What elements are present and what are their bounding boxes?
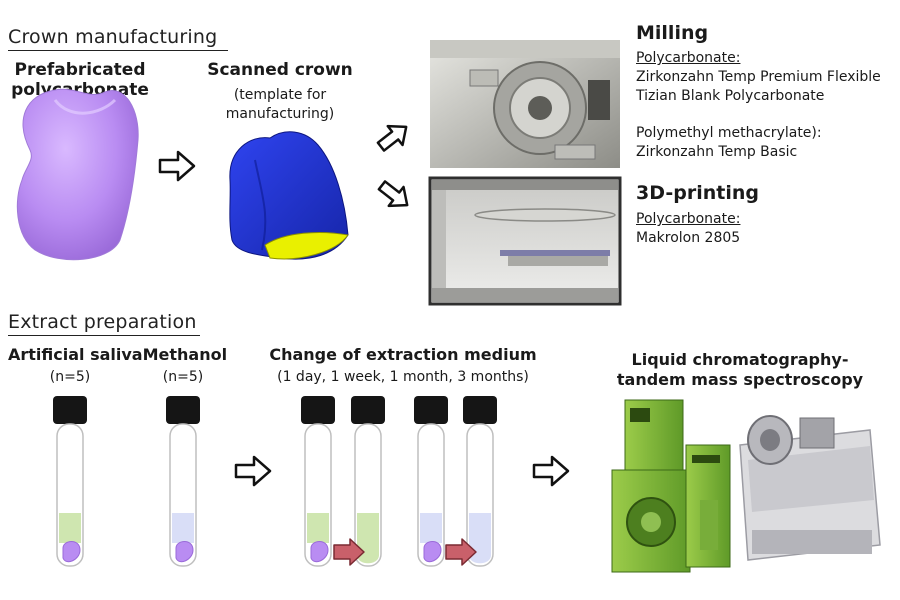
printer-photo xyxy=(428,176,622,306)
tube-pair-methanol xyxy=(414,396,497,567)
printing-pc-item: Makrolon 2805 xyxy=(636,230,741,246)
tube-pair-saliva xyxy=(301,396,385,567)
scanned-crown-note: (template for manufacturing) xyxy=(205,86,355,124)
milling-materials: Polycarbonate: Zirkonzahn Temp Premium F… xyxy=(636,49,898,162)
arrow-right-icon xyxy=(234,455,272,487)
medium-labels: Artificial salivaMethanol xyxy=(8,345,227,364)
arrow-down-right-icon xyxy=(377,180,409,208)
tube-saliva xyxy=(53,396,87,567)
section-underline xyxy=(8,50,228,51)
section-title-crown-manufacturing: Crown manufacturing xyxy=(8,26,218,48)
printing-pc-label: Polycarbonate: xyxy=(636,211,741,227)
lcms-title: Liquid chromatography- tandem mass spect… xyxy=(610,350,870,390)
lcms-line-2: tandem mass spectroscopy xyxy=(616,370,864,389)
prefab-line-1: Prefabricated xyxy=(14,60,146,80)
lc-instrument-photo xyxy=(611,399,731,573)
ms-instrument-photo xyxy=(739,415,881,561)
printing-title: 3D-printing xyxy=(636,182,759,204)
n-saliva: (n=5) xyxy=(49,369,91,385)
lcms-line-1: Liquid chromatography- xyxy=(631,350,849,369)
scanned-crown-title: Scanned crown xyxy=(207,60,353,80)
change-medium-title: Change of extraction medium xyxy=(269,345,537,364)
printing-materials: Polycarbonate: Makrolon 2805 xyxy=(636,210,886,248)
scanned-note-line-2: manufacturing) xyxy=(225,106,335,122)
arrow-up-right-icon xyxy=(376,124,408,152)
saliva-label: Artificial saliva xyxy=(8,345,143,364)
milling-pc-item: Zirkonzahn Temp Premium Flexible xyxy=(636,69,881,85)
change-medium-note: (1 day, 1 week, 1 month, 3 months) xyxy=(277,369,529,385)
milling-machine-photo xyxy=(430,40,620,168)
scanned-crown-image xyxy=(229,131,349,260)
transfer-arrow-icon xyxy=(445,538,477,566)
methanol-label: Methanol xyxy=(142,345,228,364)
prefab-crown-image xyxy=(16,88,139,261)
section-underline xyxy=(8,335,200,336)
arrow-right-icon xyxy=(158,150,196,182)
n-methanol: (n=5) xyxy=(162,369,204,385)
arrow-right-icon xyxy=(532,455,570,487)
milling-pmma-item: Zirkonzahn Temp Basic xyxy=(636,144,798,160)
milling-pc-label: Polycarbonate: xyxy=(636,50,741,66)
transfer-arrow-icon xyxy=(333,538,365,566)
tube-methanol xyxy=(166,396,200,567)
milling-title: Milling xyxy=(636,22,709,44)
scanned-note-line-1: (template for xyxy=(233,87,327,103)
section-title-extract-preparation: Extract preparation xyxy=(8,311,197,333)
milling-pc-item: Tizian Blank Polycarbonate xyxy=(636,88,825,104)
milling-pmma-label: Polymethyl methacrylate): xyxy=(636,125,822,141)
